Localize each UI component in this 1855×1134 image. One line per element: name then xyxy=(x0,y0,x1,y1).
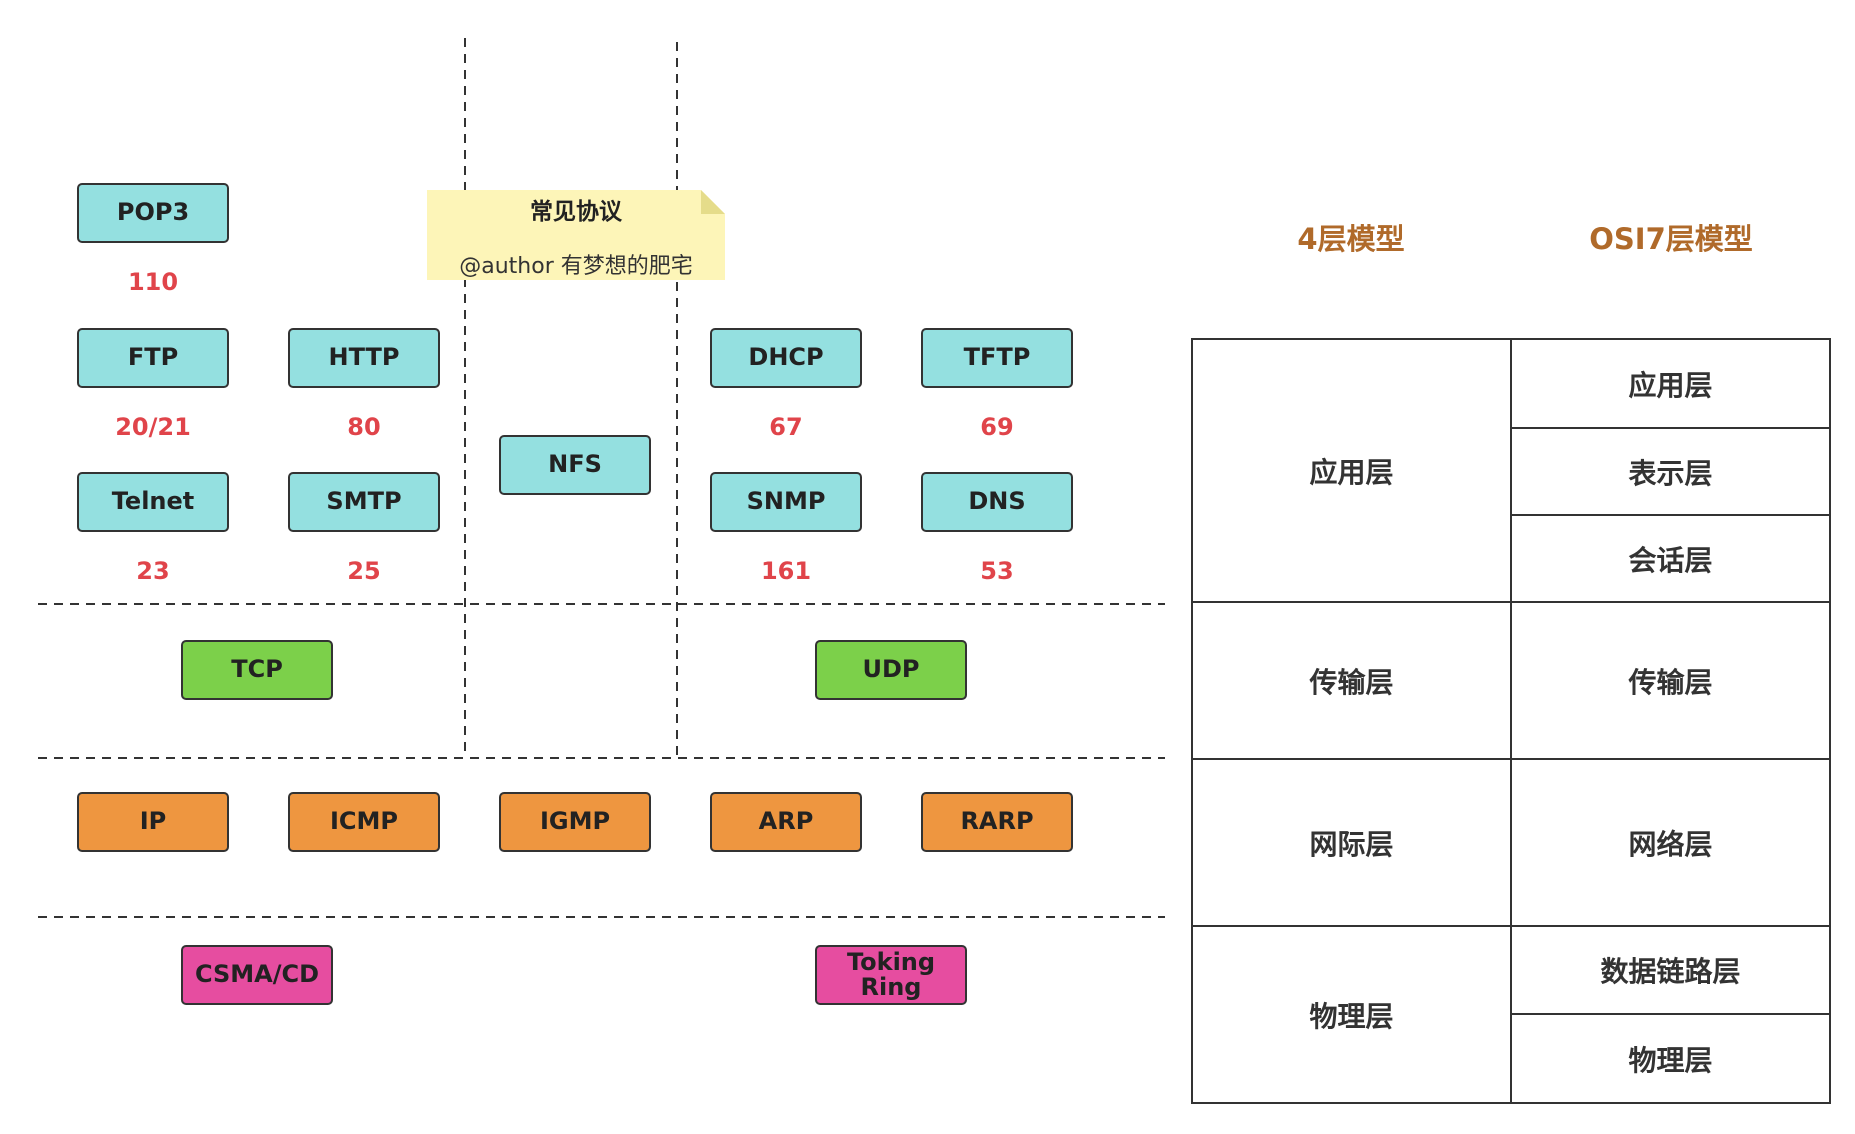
layer-model-table: 应用层 传输层 网际层 物理层 应用层 表示层 会话层 传输层 网络层 数据链路… xyxy=(1191,338,1831,1104)
osi-row-divider xyxy=(1511,1013,1829,1015)
four-layer-cell-internet: 网际层 xyxy=(1309,827,1394,861)
osi-cell-network: 网络层 xyxy=(1628,827,1713,861)
osi-cell-session: 会话层 xyxy=(1628,543,1713,577)
protocol-box-rarp: RARP xyxy=(921,792,1073,852)
osi-row-divider xyxy=(1511,514,1829,516)
osi-cell-transport: 传输层 xyxy=(1628,665,1713,699)
note-fold-shadow xyxy=(701,190,725,214)
protocol-box-udp: UDP xyxy=(815,640,967,700)
port-ftp: 20/21 xyxy=(115,413,191,441)
port-snmp: 161 xyxy=(760,557,812,585)
port-dhcp: 67 xyxy=(769,413,803,441)
four-layer-cell-application: 应用层 xyxy=(1309,455,1394,489)
protocol-box-dns: DNS xyxy=(921,472,1073,532)
protocol-box-igmp: IGMP xyxy=(499,792,651,852)
osi-model-title: OSI7层模型 xyxy=(1589,222,1753,256)
osi-cell-physical: 物理层 xyxy=(1628,1043,1713,1077)
osi-cell-application: 应用层 xyxy=(1628,368,1713,402)
osi-cell-data-link: 数据链路层 xyxy=(1600,955,1741,988)
protocol-box-snmp: SNMP xyxy=(710,472,862,532)
port-pop3: 110 xyxy=(127,268,179,296)
protocol-box-arp: ARP xyxy=(710,792,862,852)
port-smtp: 25 xyxy=(347,557,381,585)
protocol-box-csma-cd: CSMA/CD xyxy=(181,945,333,1005)
port-tftp: 69 xyxy=(980,413,1014,441)
protocol-box-ftp: FTP xyxy=(77,328,229,388)
four-layer-cell-transport: 传输层 xyxy=(1309,665,1394,699)
protocol-box-smtp: SMTP xyxy=(288,472,440,532)
protocol-box-http: HTTP xyxy=(288,328,440,388)
protocol-box-icmp: ICMP xyxy=(288,792,440,852)
note-author: @author 有梦想的肥宅 xyxy=(459,254,693,279)
table-row-divider xyxy=(1193,758,1829,760)
osi-row-divider xyxy=(1511,427,1829,429)
protocol-box-tftp: TFTP xyxy=(921,328,1073,388)
port-http: 80 xyxy=(347,413,381,441)
protocol-box-tcp: TCP xyxy=(181,640,333,700)
table-row-divider xyxy=(1193,601,1829,603)
note-title: 常见协议 xyxy=(530,199,622,225)
protocol-box-telnet: Telnet xyxy=(77,472,229,532)
four-layer-cell-physical: 物理层 xyxy=(1309,999,1394,1033)
port-telnet: 23 xyxy=(136,557,170,585)
protocol-box-pop3: POP3 xyxy=(77,183,229,243)
protocol-box-ip: IP xyxy=(77,792,229,852)
port-dns: 53 xyxy=(980,557,1014,585)
osi-cell-presentation: 表示层 xyxy=(1628,456,1713,490)
four-layer-model-title: 4层模型 xyxy=(1297,222,1405,256)
table-row-divider xyxy=(1193,925,1829,927)
protocol-box-dhcp: DHCP xyxy=(710,328,862,388)
sticky-note: 常见协议 @author 有梦想的肥宅 xyxy=(427,190,725,280)
protocol-box-nfs: NFS xyxy=(499,435,651,495)
protocol-box-token-ring: Toking Ring xyxy=(815,945,967,1005)
table-column-divider xyxy=(1510,340,1512,1102)
